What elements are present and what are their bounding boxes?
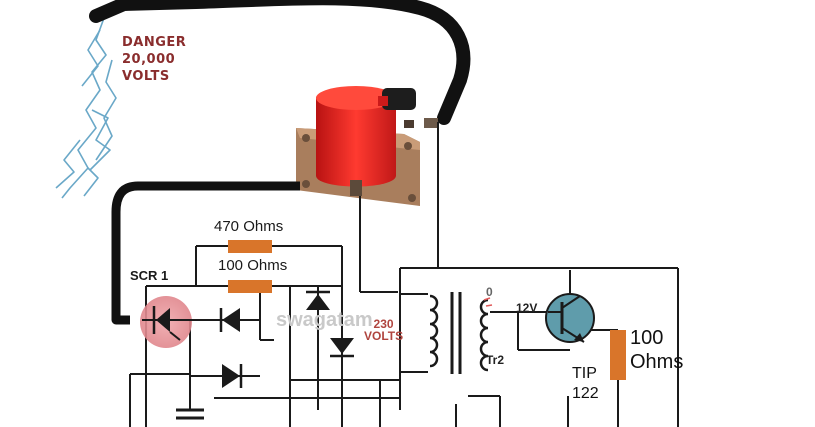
resistor-470-label: 470 Ohms (214, 218, 284, 235)
diode-3 (306, 290, 330, 310)
resistor-base-100 (610, 330, 626, 380)
transistor-tip122 (545, 293, 595, 343)
diode-4 (330, 338, 354, 358)
tap-label: 0 (486, 285, 493, 299)
base-resistor-label: 100 Ohms (630, 327, 684, 373)
scr-label: SCR 1 (130, 268, 169, 283)
diode-2 (222, 364, 243, 388)
spark-icon (55, 17, 117, 199)
resistor-100-label: 100 Ohms (218, 257, 288, 274)
hv-output-cable (89, 0, 471, 125)
capacitor-symbol (176, 408, 204, 420)
tap-marks (483, 297, 493, 307)
transformer-tr2 (429, 292, 489, 374)
resistor-470 (228, 240, 272, 253)
resistor-100 (228, 280, 272, 293)
danger-label: DANGER 20,000 VOLTS (122, 35, 187, 84)
voltage-12-label: 12V (516, 301, 538, 315)
supply-voltage-label: 230 VOLTS (364, 317, 404, 343)
ignition-coil (296, 86, 438, 206)
coil-cable (111, 181, 300, 325)
transformer-label: Tr2 (486, 353, 505, 367)
scr-symbol (140, 296, 192, 348)
diode-1 (219, 308, 240, 332)
watermark: swagatam (276, 309, 373, 331)
transistor-label: TIP 122 (572, 365, 599, 402)
